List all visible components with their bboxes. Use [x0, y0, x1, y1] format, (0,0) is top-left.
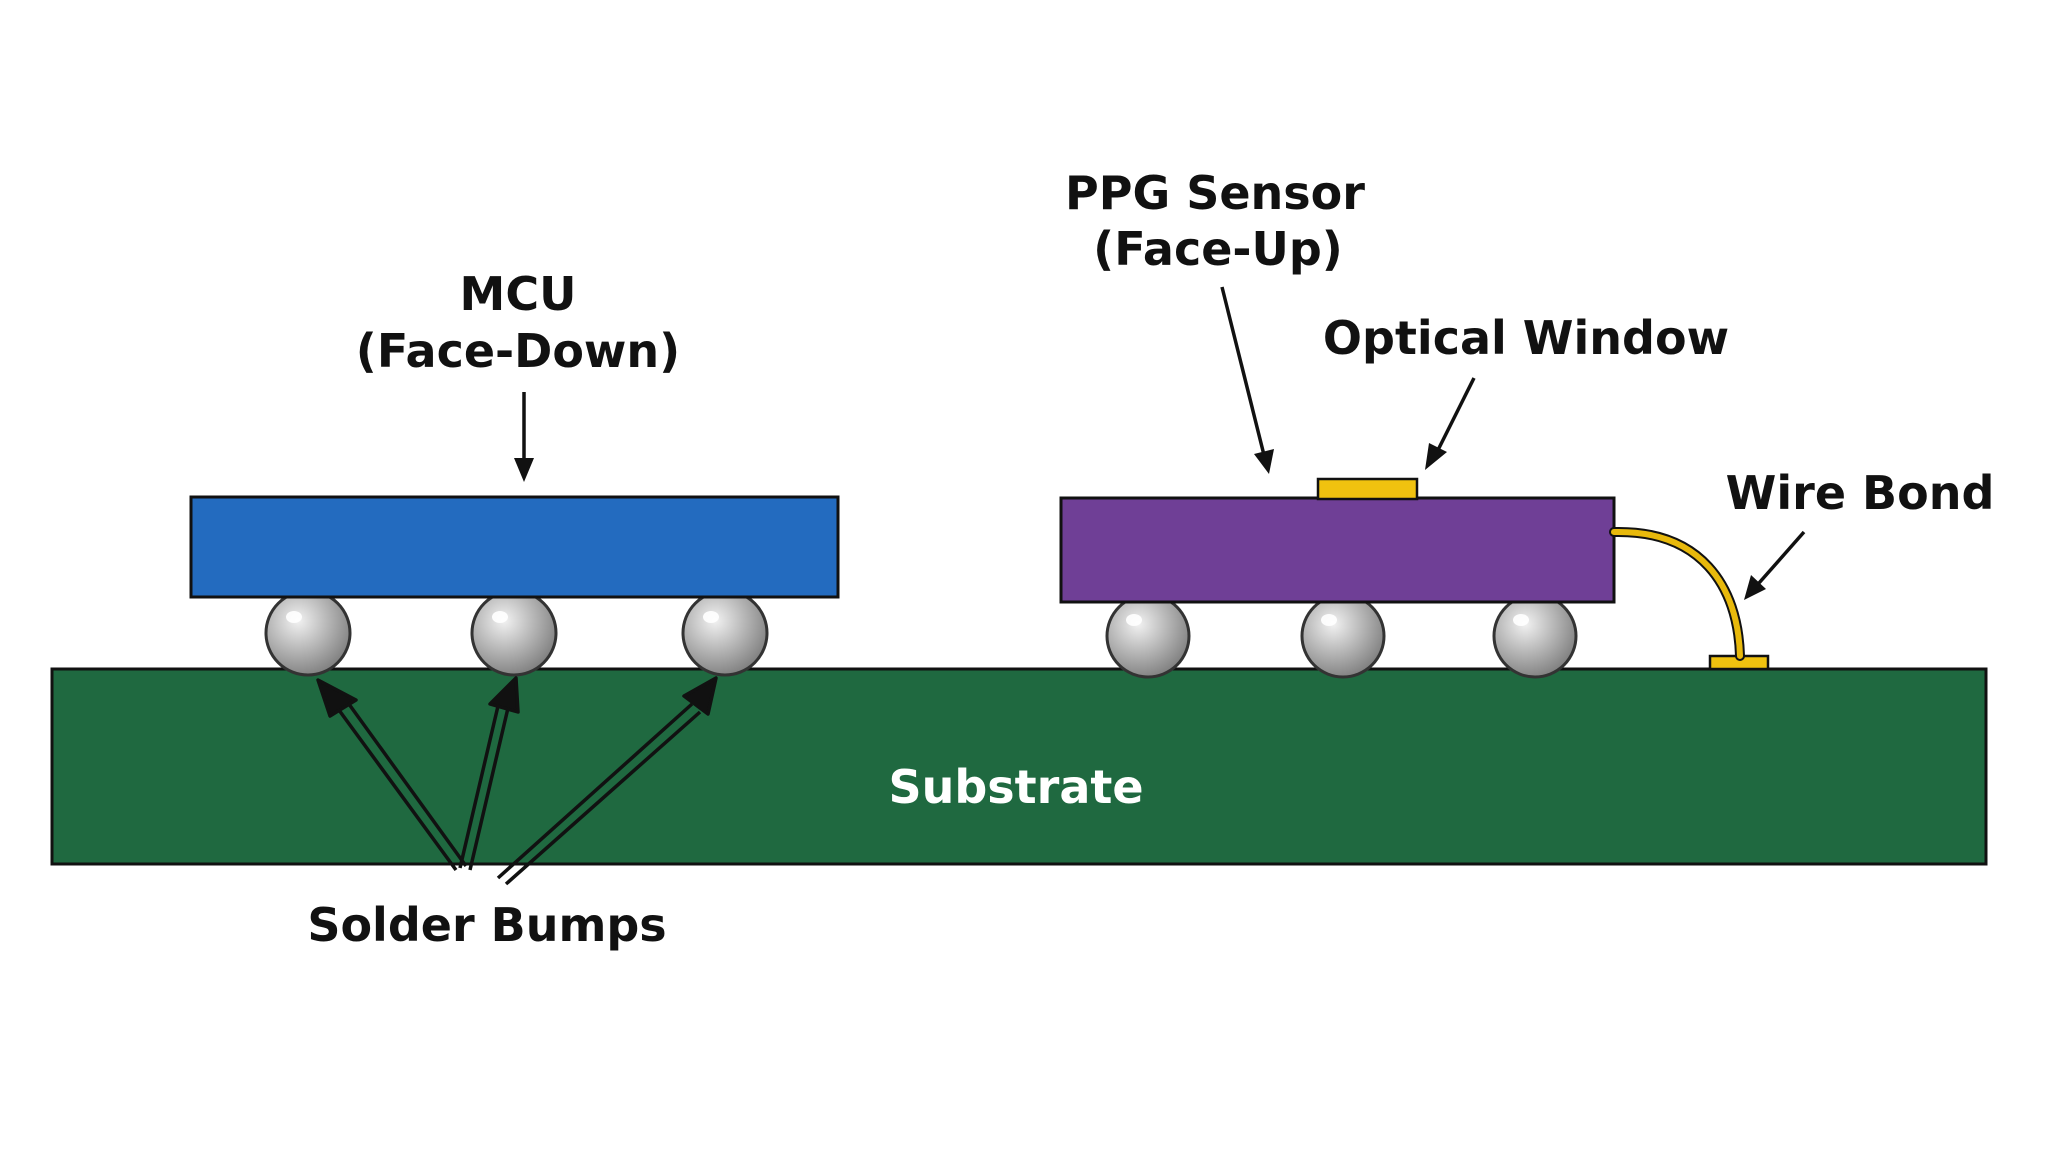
wire-bond: [1611, 528, 1743, 659]
solder-bump: [681, 589, 769, 677]
mcu-solder-bumps: [264, 589, 769, 677]
optical-window-label: Optical Window: [1323, 311, 1729, 365]
solder-bumps-label: Solder Bumps: [307, 898, 666, 952]
solder-bump-arrow: [496, 676, 718, 886]
optical-window: [1316, 477, 1419, 501]
ppg-sensor-arrow: [1220, 286, 1274, 474]
solder-bump: [1300, 593, 1386, 679]
optical-window-arrow: [1425, 377, 1476, 470]
ppg-sensor-title-label: PPG Sensor: [1065, 166, 1365, 220]
solder-bump: [1492, 593, 1578, 679]
solder-bump: [1105, 593, 1191, 679]
ppg-sensor-subtitle-label: (Face-Up): [1093, 222, 1343, 276]
solder-bump: [264, 589, 352, 677]
mcu-die: [189, 495, 840, 599]
mcu-subtitle-label: (Face-Down): [356, 324, 680, 378]
solder-bump-arrows: [316, 676, 718, 886]
ppg-solder-bumps: [1105, 593, 1578, 679]
substrate-label: Substrate: [888, 760, 1143, 814]
wire-bond-arrow: [1744, 530, 1806, 600]
mcu-title-label: MCU: [460, 267, 577, 321]
solder-bump: [470, 589, 558, 677]
wire-bond-outline: [1609, 526, 1745, 661]
solder-bump-arrow: [316, 678, 468, 872]
wire-bond-label: Wire Bond: [1726, 466, 1995, 520]
mcu-arrow: [514, 392, 534, 482]
ppg-sensor-die: [1059, 496, 1616, 604]
substrate-block: [50, 667, 1988, 866]
solder-bump-arrow: [458, 676, 520, 871]
